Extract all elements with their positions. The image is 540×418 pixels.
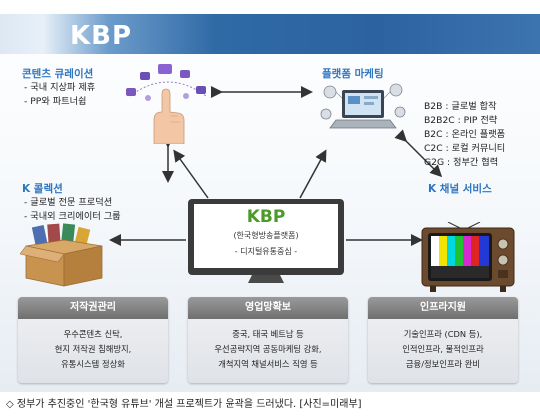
panel-line: 현지 저작권 침해방지,: [54, 344, 132, 354]
strategy-item: B2C : 온라인 플랫폼: [424, 129, 506, 140]
strategy-item: G2G : 정부간 협력: [424, 157, 499, 168]
panel-line: 인적인프라, 물적인프라: [402, 344, 484, 354]
television-icon: [421, 222, 515, 292]
panel-infrastructure: 인프라지원 기술인프라 (CDN 등), 인적인프라, 물적인프라 금융/정보인…: [368, 297, 518, 383]
panel-title: 영업망확보: [188, 297, 348, 319]
collection-items: 글로벌 전문 프로덕션 국내외 크리에이터 그룹: [24, 196, 121, 224]
panel-line: 유통시스템 정상화: [61, 359, 125, 369]
curation-item: 국내 지상파 제휴: [24, 81, 95, 95]
channel-title: K 채널 서비스: [428, 183, 492, 195]
collection-title: K 콜렉션: [22, 183, 63, 195]
center-monitor: KBP (한국형방송플랫폼) - 디지털유통중심 -: [188, 199, 344, 283]
strategy-list: B2B : 글로벌 합작 B2B2C : PIP 전략 B2C : 온라인 플랫…: [424, 100, 505, 170]
arrow-right-diagonal: [394, 129, 443, 178]
curation-items: 국내 지상파 제휴 PP와 파트너쉽: [24, 81, 95, 109]
connector-arrows: [109, 86, 443, 246]
panel-line: 금융/정보인프라 완비: [405, 359, 481, 369]
slide-title: KBP: [70, 21, 133, 51]
strategy-item: B2B : 글로벌 합작: [424, 101, 497, 112]
strategy-item: C2C : 로컬 커뮤니티: [424, 143, 506, 154]
marketing-laptop-icon: [320, 83, 406, 129]
diagram-slide: KBP 콘텐츠 큐레이션 국내 지상파 제휴 PP와 파트너쉽: [0, 0, 540, 392]
panel-line: 개척지역 채널서비스 직영 등: [218, 359, 318, 369]
center-logo: KBP: [246, 207, 286, 227]
arrow-center-upper-left: [173, 149, 209, 199]
center-name: (한국형방송플랫폼): [233, 231, 299, 240]
panel-line: 우선공략지역 공동마케팅 강화,: [214, 344, 322, 354]
panel-lines: 기술인프라 (CDN 등), 인적인프라, 물적인프라 금융/정보인프라 완비: [368, 327, 518, 372]
photo-caption: ◇ 정부가 추진중인 '한국형 유튜브' 개설 프로젝트가 윤곽을 드러냈다. …: [6, 399, 362, 410]
cardboard-box-icon: [20, 223, 103, 287]
collection-item: 국내외 크리에이터 그룹: [24, 210, 120, 224]
curation-title: 콘텐츠 큐레이션: [22, 68, 94, 80]
panel-line: 우수콘텐츠 신탁,: [63, 329, 123, 339]
marketing-title: 플랫폼 마케팅: [322, 68, 384, 80]
panel-copyright: 저작권관리 우수콘텐츠 신탁, 현지 저작권 침해방지, 유통시스템 정상화: [18, 297, 168, 383]
panel-line: 중국, 태국 베트남 등: [232, 329, 304, 339]
panel-lines: 우수콘텐츠 신탁, 현지 저작권 침해방지, 유통시스템 정상화: [18, 327, 168, 372]
collection-item: 글로벌 전문 프로덕션: [24, 196, 121, 210]
title-bar: [0, 14, 540, 54]
panel-lines: 중국, 태국 베트남 등 우선공략지역 공동마케팅 강화, 개척지역 채널서비스…: [188, 327, 348, 372]
strategy-item: B2B2C : PIP 전략: [424, 115, 498, 126]
panel-title: 저작권관리: [18, 297, 168, 319]
panel-sales-network: 영업망확보 중국, 태국 베트남 등 우선공략지역 공동마케팅 강화, 개척지역…: [188, 297, 348, 383]
panel-line: 기술인프라 (CDN 등),: [403, 329, 483, 339]
monitor-icon: [188, 199, 344, 283]
arrow-center-upper-right: [299, 149, 327, 199]
pointing-hand-icon: [126, 64, 207, 144]
curation-item: PP와 파트너쉽: [24, 95, 95, 109]
panel-title: 인프라지원: [368, 297, 518, 319]
center-subtitle: - 디지털유통중심 -: [234, 247, 298, 256]
